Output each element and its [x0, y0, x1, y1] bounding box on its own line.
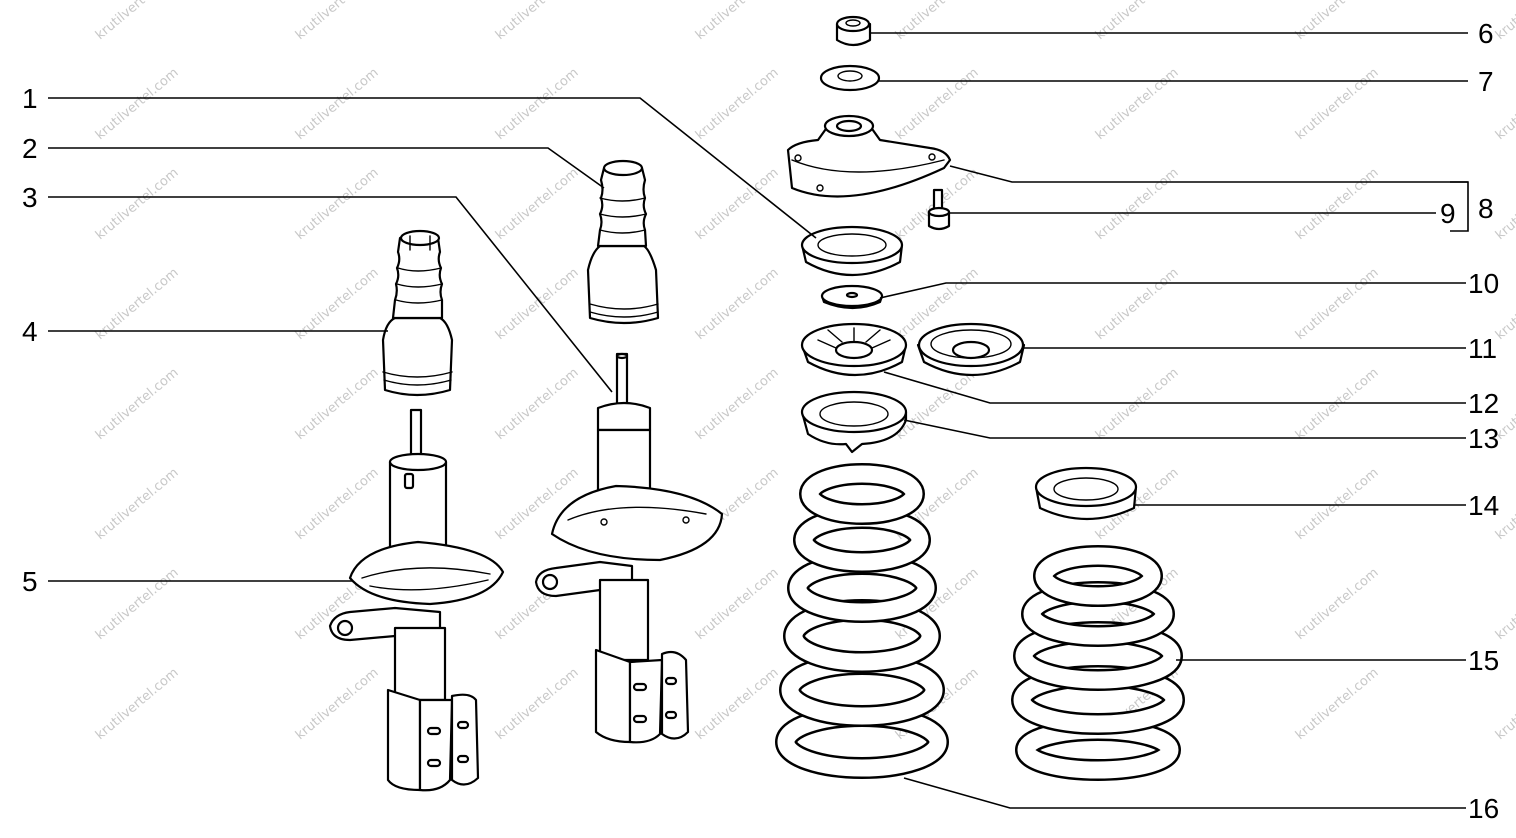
- watermark-text: krutilvertel.com: [1293, 565, 1382, 643]
- top-mount-stack: [786, 15, 1138, 521]
- watermark-text: krutilvertel.com: [1293, 0, 1382, 43]
- watermark-text: krutilvertel.com: [1093, 165, 1182, 243]
- watermark-text: krutilvertel.com: [1093, 65, 1182, 143]
- watermark-text: krutilvertel.com: [293, 465, 382, 543]
- watermark-text: krutilvertel.com: [93, 465, 182, 543]
- strut-assembly-left: [328, 229, 505, 792]
- callout-10: 10: [1468, 268, 1499, 299]
- watermark-text: krutilvertel.com: [1093, 0, 1182, 43]
- watermark-text: krutilvertel.com: [493, 665, 582, 743]
- watermark-text: krutilvertel.com: [1093, 265, 1182, 343]
- watermark-text: krutilvertel.com: [693, 265, 782, 343]
- boot-left: [381, 229, 454, 397]
- watermark-text: krutilvertel.com: [1493, 165, 1516, 243]
- leader-8: [949, 165, 1468, 183]
- watermark-text: krutilvertel.com: [93, 0, 182, 43]
- callout-11: 11: [1468, 333, 1497, 364]
- watermark-text: krutilvertel.com: [93, 165, 182, 243]
- bolt: [927, 188, 951, 231]
- callout-4: 4: [22, 316, 38, 347]
- watermark-text: krutilvertel.com: [693, 65, 782, 143]
- watermark-text: krutilvertel.com: [693, 565, 782, 643]
- callout-12: 12: [1468, 388, 1499, 419]
- nut: [835, 15, 872, 47]
- callout-5: 5: [22, 566, 38, 597]
- bearing: [800, 225, 904, 276]
- leader-10: [879, 282, 1466, 299]
- spring-insulator-alt: [1034, 466, 1138, 521]
- strut-assembly-middle: [534, 159, 724, 744]
- watermark-text: krutilvertel.com: [693, 0, 782, 43]
- watermark-text: krutilvertel.com: [493, 265, 582, 343]
- callout-3: 3: [22, 182, 38, 213]
- watermark-text: krutilvertel.com: [293, 0, 382, 43]
- coil-turn-fill: [1017, 721, 1179, 779]
- watermark-text: krutilvertel.com: [493, 65, 582, 143]
- watermark-text: krutilvertel.com: [293, 365, 382, 443]
- watermark-text: krutilvertel.com: [1293, 665, 1382, 743]
- washer: [819, 64, 881, 92]
- callout-1: 1: [22, 83, 38, 114]
- callout-7: 7: [1478, 66, 1494, 97]
- coil-turn-fill: [801, 465, 923, 523]
- spacer-washer: [820, 284, 884, 310]
- leader-12: [883, 371, 1466, 404]
- leader-lines: [48, 32, 1469, 809]
- callout-13: 13: [1468, 423, 1499, 454]
- watermark-text: krutilvertel.com: [493, 165, 582, 243]
- callout-9: 9: [1440, 198, 1456, 229]
- coil-turn-fill: [1035, 547, 1161, 605]
- coil-spring-large: [775, 463, 950, 779]
- watermark-text: krutilvertel.com: [1293, 265, 1382, 343]
- watermark-text: krutilvertel.com: [93, 565, 182, 643]
- watermark-text: krutilvertel.com: [493, 365, 582, 443]
- bracket-8-9: [1450, 181, 1469, 232]
- watermark-text: krutilvertel.com: [1493, 565, 1516, 643]
- watermark-text: krutilvertel.com: [293, 665, 382, 743]
- upper-support: [786, 114, 952, 198]
- coil-spring-small: [1011, 545, 1186, 781]
- watermark-text: krutilvertel.com: [1493, 0, 1516, 43]
- watermark-text: krutilvertel.com: [693, 165, 782, 243]
- watermark-text: krutilvertel.com: [893, 65, 982, 143]
- watermark-text: krutilvertel.com: [1493, 665, 1516, 743]
- watermark-text: krutilvertel.com: [293, 65, 382, 143]
- watermark-text: krutilvertel.com: [1293, 165, 1382, 243]
- watermark-text: krutilvertel.com: [693, 365, 782, 443]
- watermark-text: krutilvertel.com: [693, 665, 782, 743]
- callout-14: 14: [1468, 490, 1499, 521]
- watermark-text: krutilvertel.com: [93, 365, 182, 443]
- upper-spring-seat-alt: [916, 322, 1026, 376]
- callout-8: 8: [1478, 193, 1494, 224]
- callout-16: 16: [1468, 793, 1499, 824]
- spring-insulator: [800, 390, 908, 454]
- watermark-text: krutilvertel.com: [1493, 65, 1516, 143]
- watermark-text: krutilvertel.com: [93, 65, 182, 143]
- watermark-text: krutilvertel.com: [1293, 65, 1382, 143]
- upper-spring-seat: [800, 322, 908, 376]
- callout-6: 6: [1478, 18, 1494, 49]
- callout-labels: 1 2 3 4 5 6 7 8 9 10 11 12 13 14 15 16: [22, 18, 1499, 824]
- watermark-text: krutilvertel.com: [1293, 465, 1382, 543]
- leader-13: [903, 419, 1466, 439]
- watermark-text: krutilvertel.com: [1293, 365, 1382, 443]
- watermark-text: krutilvertel.com: [1093, 365, 1182, 443]
- leader-1: [48, 97, 817, 239]
- leader-16: [903, 777, 1466, 809]
- watermark-text: krutilvertel.com: [893, 365, 982, 443]
- callout-2: 2: [22, 133, 38, 164]
- watermark-text: krutilvertel.com: [293, 165, 382, 243]
- boot-middle: [586, 159, 660, 325]
- leader-3: [48, 196, 613, 393]
- callout-15: 15: [1468, 645, 1499, 676]
- leader-2: [48, 147, 605, 189]
- watermark-text: krutilvertel.com: [893, 0, 982, 43]
- watermark-text: krutilvertel.com: [493, 0, 582, 43]
- watermark-text: krutilvertel.com: [93, 665, 182, 743]
